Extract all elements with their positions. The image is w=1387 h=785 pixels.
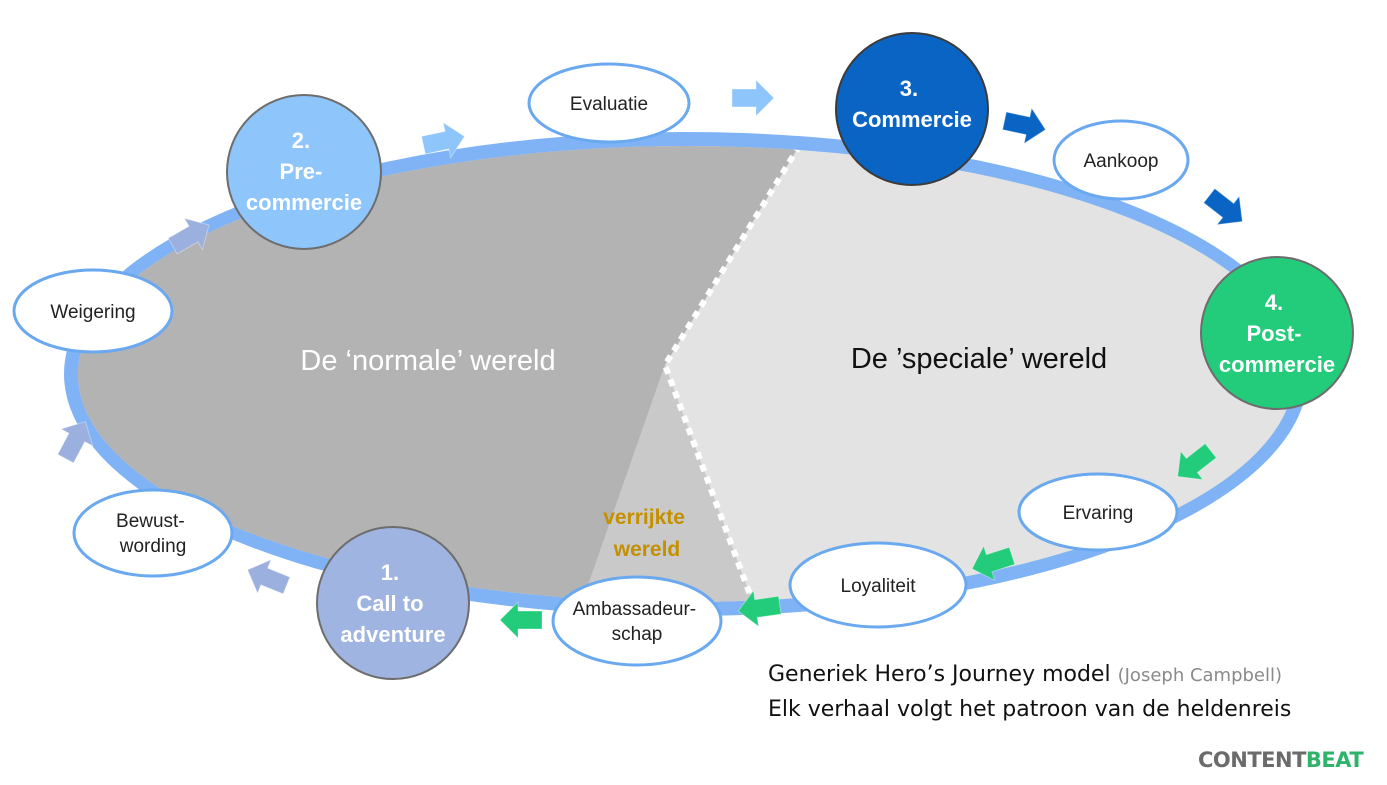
svg-text:Evaluatie: Evaluatie [570, 94, 648, 115]
stage-ambassadeurschap: Ambassadeur- schap [551, 575, 723, 667]
arrow-icon [737, 589, 782, 628]
normal-world-label: De ‘normale’ wereld [300, 345, 555, 377]
brand-logo-beat: BEAT [1305, 748, 1364, 772]
arrow-icon [1177, 442, 1218, 481]
phase-3-commercie: 3. Commercie [835, 32, 989, 186]
svg-text:Bewust- wording: Bewust- wording [116, 511, 190, 557]
stage-evaluatie: Evaluatie [527, 62, 691, 144]
svg-text:Ervaring: Ervaring [1063, 503, 1134, 524]
enriched-world-region [548, 365, 752, 602]
caption-title: Generiek Hero’s Journey model (Joseph Ca… [768, 662, 1282, 687]
stage-ervaring: Ervaring [1017, 472, 1179, 552]
stage-bewustwording: Bewust- wording [72, 488, 234, 578]
svg-text:4. Post- commercie: 4. Post- commercie [1219, 290, 1335, 377]
svg-text:Weigering: Weigering [50, 302, 135, 323]
caption-title-text: Generiek Hero’s Journey model [768, 662, 1111, 687]
arrow-icon [56, 420, 94, 464]
stage-weigering: Weigering [12, 268, 174, 354]
arrow-icon [499, 600, 543, 640]
arrow-icon [246, 558, 291, 595]
enriched-world-label: verrijkte wereld [603, 506, 691, 561]
svg-text:Ambassadeur- schap: Ambassadeur- schap [573, 599, 702, 645]
svg-text:1. Call to adventu: 1. Call to adventure [340, 560, 445, 647]
phase-1-call-to-adventure: 1. Call to adventure [316, 526, 470, 680]
direction-arrows [56, 78, 1243, 640]
stage-aankoop: Aankoop [1052, 119, 1190, 201]
arrow-icon [1202, 187, 1243, 226]
arrow-icon [731, 78, 775, 118]
svg-text:Loyaliteit: Loyaliteit [841, 576, 917, 597]
svg-text:Aankoop: Aankoop [1083, 151, 1158, 172]
phase-4-postcommercie: 4. Post- commercie [1200, 256, 1354, 410]
special-world-label: De ’speciale’ wereld [851, 343, 1107, 375]
arrow-icon [167, 217, 210, 255]
svg-text:2. Pre- commercie: 2. Pre- commercie [246, 128, 362, 215]
brand-logo: CONTENTBEAT [1198, 748, 1364, 772]
svg-text:3. Commercie: 3. Commercie [852, 76, 972, 132]
phase-2-precommercie: 2. Pre- commercie [226, 94, 382, 250]
arrow-icon [1001, 106, 1047, 145]
brand-logo-content: CONTENT [1198, 748, 1306, 772]
arrow-icon [420, 121, 466, 160]
arrow-icon [971, 544, 1016, 582]
stage-loyaliteit: Loyaliteit [788, 541, 968, 629]
caption-subtitle: Elk verhaal volgt het patroon van de hel… [768, 697, 1292, 722]
caption-author: (Joseph Campbell) [1117, 665, 1283, 686]
